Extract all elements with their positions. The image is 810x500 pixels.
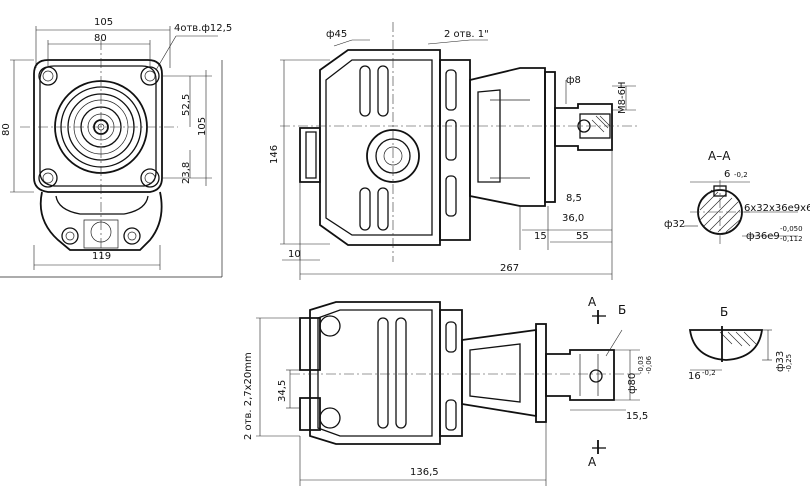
dim-pilot-dia: ф80 xyxy=(627,372,638,394)
dim-base-width: 119 xyxy=(92,251,112,262)
view-marker-b: Б xyxy=(618,303,627,317)
dim-pilot-tol-lower: -0,06 xyxy=(645,355,653,374)
dim-len-36: 36,0 xyxy=(562,213,585,224)
section-aa-view xyxy=(684,180,798,245)
dim-pilot-tol-upper: -0,03 xyxy=(637,355,645,374)
dim-len-15: 15 xyxy=(534,231,547,242)
dim-spline-tol-lower: -0,112 xyxy=(780,235,803,243)
dim-len-136-5: 136,5 xyxy=(410,467,439,478)
dim-height-upper: 52,5 xyxy=(181,93,192,116)
detail-b-title: Б xyxy=(720,305,729,319)
dim-total-length: 267 xyxy=(500,263,520,274)
dim-spline-tol-upper: -0,050 xyxy=(780,225,803,233)
section-aa-title: А–А xyxy=(708,149,731,163)
dim-ports: 2 отв. 1" xyxy=(444,29,489,40)
dim-spline: 6x32x36e9x6 xyxy=(744,203,810,214)
dim-lower-offset: 23,8 xyxy=(181,161,192,184)
dim-len-15-5: 15,5 xyxy=(626,411,649,422)
dim-thread: M8-6H xyxy=(617,81,628,114)
dim-left-height: 80 xyxy=(1,123,12,136)
dim-detail-33-tol: -0,25 xyxy=(785,353,793,372)
dim-key-width-tol: -0,2 xyxy=(734,171,748,179)
dim-ports-bottom: 2 отв. 2,7x20mm xyxy=(243,352,254,440)
dim-shaft-32: ф32 xyxy=(664,219,686,230)
dim-bore-diameter: ф45 xyxy=(326,29,348,40)
section-marker-a-top: А xyxy=(588,295,597,309)
dim-mounting-holes: 4отв.ф12,5 xyxy=(174,23,233,34)
dim-shaft-dia: ф8 xyxy=(566,75,581,86)
dim-spline-od: ф36е9 xyxy=(746,231,780,242)
side-view xyxy=(280,22,640,280)
front-view xyxy=(10,26,218,270)
dim-detail-16-tol: -0,2 xyxy=(702,369,716,377)
dim-offset-34-5: 34,5 xyxy=(277,379,288,402)
bottom-view xyxy=(256,301,640,486)
dim-body-height: 146 xyxy=(269,144,280,164)
dim-len-55: 55 xyxy=(576,231,589,242)
dim-front-width: 105 xyxy=(94,17,114,28)
dim-key-width: 6 xyxy=(724,169,731,180)
dim-bolt-spacing: 80 xyxy=(94,33,107,44)
dim-flange-height: 105 xyxy=(197,116,208,136)
detail-b-view xyxy=(688,326,772,371)
section-marker-a-bottom: А xyxy=(588,455,597,469)
dim-len-10: 10 xyxy=(288,249,301,260)
dim-detail-16: 16 xyxy=(688,371,701,382)
dim-step-8-5: 8,5 xyxy=(566,193,582,204)
